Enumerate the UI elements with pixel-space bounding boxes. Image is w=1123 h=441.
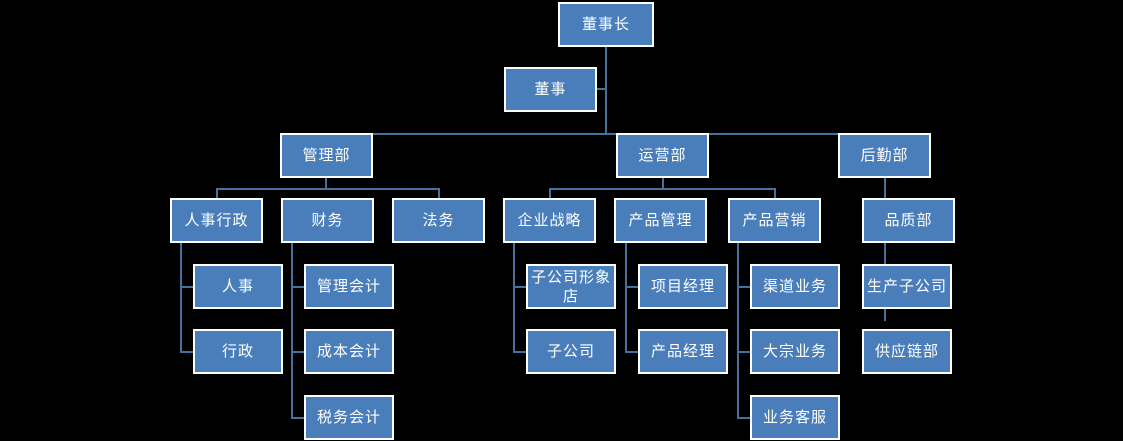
connector-line: [605, 47, 607, 133]
org-node-n23[interactable]: 大宗业务: [750, 329, 840, 374]
org-node-n5[interactable]: 后勤部: [838, 133, 931, 178]
connector-line: [325, 133, 885, 135]
org-node-n7[interactable]: 财务: [281, 198, 374, 243]
org-node-n12[interactable]: 品质部: [862, 198, 955, 243]
connector-line: [180, 286, 195, 288]
connector-line: [325, 178, 327, 189]
org-node-n10[interactable]: 产品管理: [614, 198, 707, 243]
connector-line: [180, 351, 195, 353]
connector-line: [438, 188, 440, 199]
connector-line: [737, 243, 739, 417]
org-node-n17[interactable]: 渠道业务: [750, 264, 840, 309]
org-node-n8[interactable]: 法务: [392, 198, 485, 243]
connector-line: [513, 243, 515, 351]
connector-line: [549, 188, 775, 190]
connector-line: [291, 417, 306, 419]
org-node-n9[interactable]: 企业战略: [503, 198, 596, 243]
connector-line: [216, 188, 218, 199]
connector-line: [884, 178, 886, 321]
connector-line: [549, 188, 551, 199]
connector-line: [291, 286, 306, 288]
org-node-n24[interactable]: 供应链部: [862, 329, 952, 374]
org-node-n14[interactable]: 管理会计: [304, 264, 394, 309]
org-node-n16[interactable]: 项目经理: [638, 264, 728, 309]
org-node-n6[interactable]: 人事行政: [170, 198, 263, 243]
connector-line: [291, 243, 293, 417]
connector-line: [774, 188, 776, 199]
org-node-n26[interactable]: 业务客服: [750, 395, 840, 440]
org-node-n13[interactable]: 人事: [193, 264, 283, 309]
connector-line: [625, 243, 627, 351]
org-node-n21[interactable]: 子公司: [526, 329, 616, 374]
connector-line: [291, 351, 306, 353]
connector-line: [737, 417, 752, 419]
org-node-n1[interactable]: 董事长: [558, 2, 654, 47]
org-node-n4[interactable]: 运营部: [616, 133, 709, 178]
connector-line: [625, 351, 640, 353]
connector-line: [180, 243, 182, 351]
connector-line: [596, 88, 606, 90]
connector-line: [737, 351, 752, 353]
connector-line: [216, 188, 439, 190]
org-node-n2[interactable]: 董事: [504, 67, 597, 112]
connector-line: [513, 286, 528, 288]
org-node-n19[interactable]: 行政: [193, 329, 283, 374]
org-node-n15[interactable]: 子公司形象店: [526, 264, 616, 309]
connector-line: [662, 178, 664, 189]
org-node-n11[interactable]: 产品营销: [728, 198, 821, 243]
org-node-n20[interactable]: 成本会计: [304, 329, 394, 374]
org-node-n25[interactable]: 税务会计: [304, 395, 394, 440]
connector-line: [737, 286, 752, 288]
org-node-n18[interactable]: 生产子公司: [862, 264, 952, 309]
connector-line: [513, 351, 528, 353]
org-node-n3[interactable]: 管理部: [280, 133, 373, 178]
org-node-n22[interactable]: 产品经理: [638, 329, 728, 374]
connector-line: [625, 286, 640, 288]
